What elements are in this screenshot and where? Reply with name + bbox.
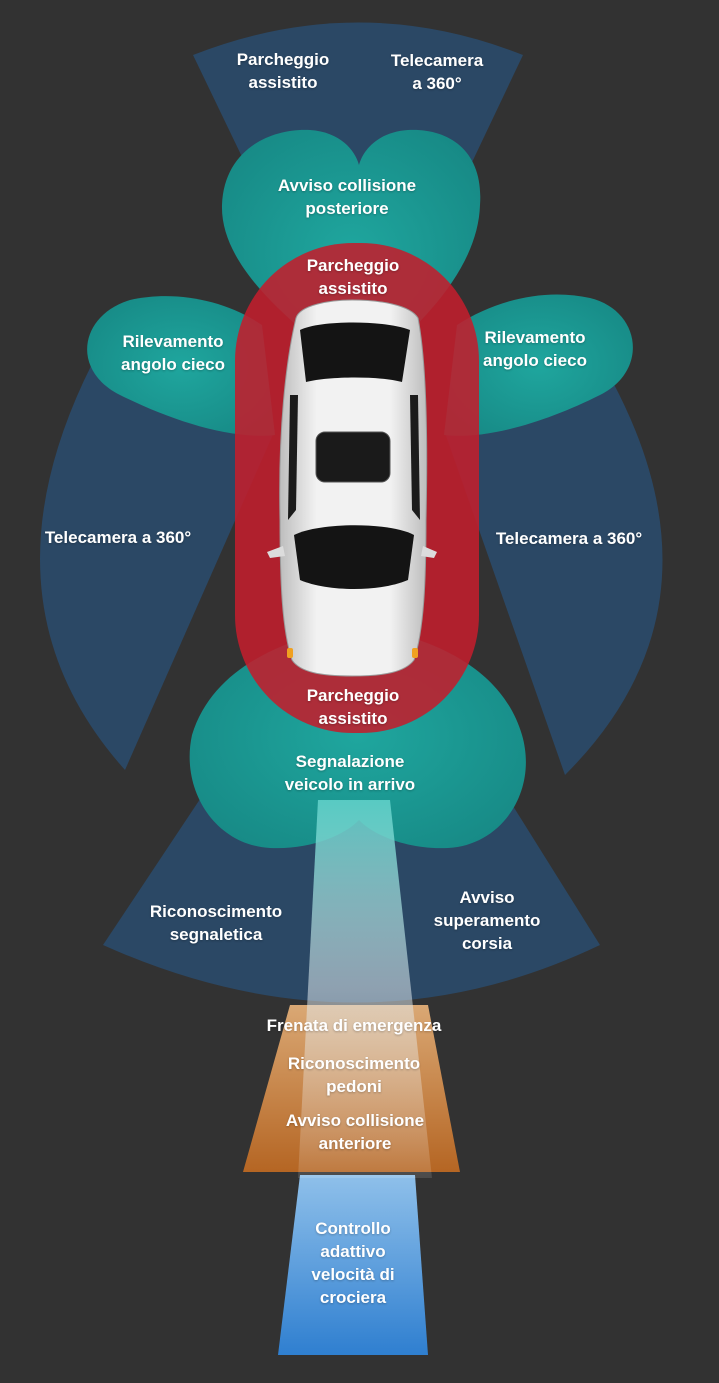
- label-camera-360-left: Telecamera a 360°: [44, 528, 192, 547]
- left-blind-spot-zone: [87, 296, 275, 436]
- label-pedestrian-recognition: Riconoscimento pedoni: [287, 1054, 421, 1096]
- cruise-control-zone: [278, 1175, 428, 1355]
- label-sign-recognition: Riconoscimento segnaletica: [149, 902, 283, 944]
- label-front-collision-warning: Avviso collisione anteriore: [285, 1111, 425, 1153]
- label-rear-collision-warning: Avviso collisione posteriore: [277, 176, 417, 218]
- label-front-parking-inner: Parcheggio assistito: [306, 686, 400, 728]
- label-rear-parking-assist: Parcheggio assistito: [236, 50, 330, 92]
- label-blind-spot-right: Rilevamento angolo cieco: [483, 328, 587, 370]
- car-top-view: [267, 299, 437, 677]
- label-rear-camera-360: Telecamera a 360°: [390, 51, 484, 93]
- label-emergency-braking: Frenata di emergenza: [266, 1016, 442, 1035]
- sensor-beam: [298, 800, 432, 1178]
- label-blind-spot-left: Rilevamento angolo cieco: [121, 332, 225, 374]
- label-oncoming-vehicle-alert: Segnalazione veicolo in arrivo: [284, 752, 416, 794]
- label-rear-parking-inner: Parcheggio assistito: [306, 256, 400, 298]
- right-blind-spot-zone: [444, 294, 633, 436]
- label-camera-360-right: Telecamera a 360°: [495, 529, 643, 548]
- label-adaptive-cruise-control: Controllo adattivo velocità di crociera: [311, 1219, 395, 1307]
- label-lane-departure-warning: Avviso superamento corsia: [433, 888, 541, 953]
